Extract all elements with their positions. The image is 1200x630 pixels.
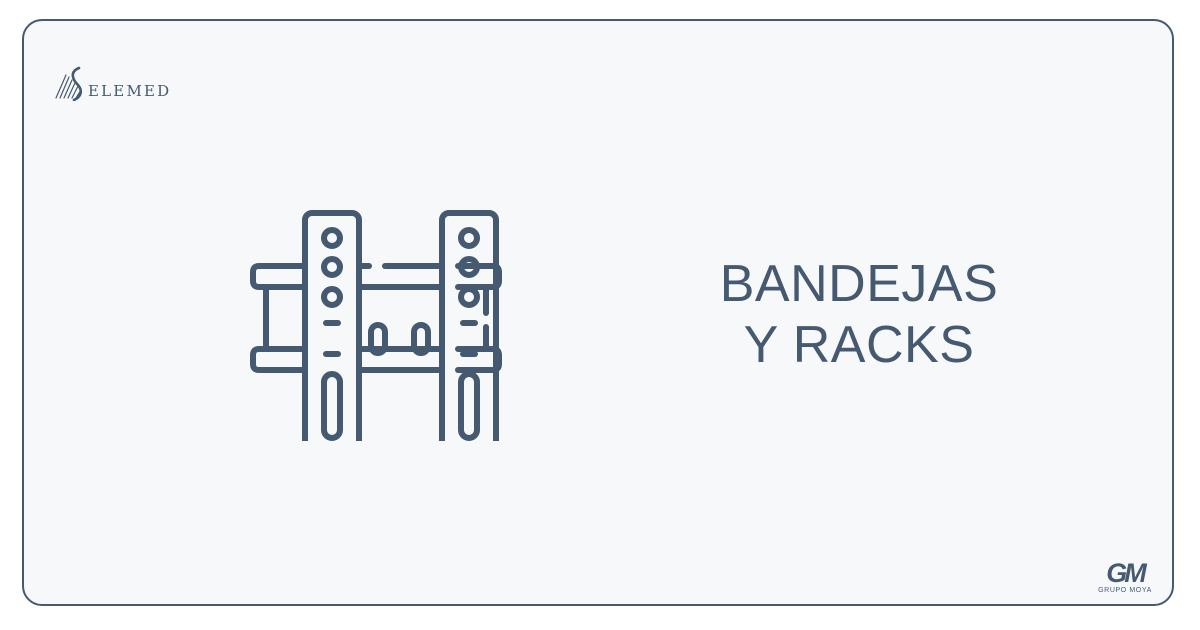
title-line-1: BANDEJAS xyxy=(719,255,999,313)
page-title: BANDEJAS Y RACKS xyxy=(664,254,1054,376)
brand-logo: ELEMED xyxy=(54,65,171,101)
group-mark: GM xyxy=(1106,558,1147,588)
tv-wall-mount-icon xyxy=(250,210,502,441)
group-name: GRUPO MOYA xyxy=(1098,587,1152,594)
brand-name: ELEMED xyxy=(88,82,172,100)
banner-card: ELEMED xyxy=(22,19,1174,606)
selemed-wave-icon xyxy=(55,66,83,101)
grupo-moya-logo: GM GRUPO MOYA xyxy=(1092,558,1158,595)
title-line-2: Y RACKS xyxy=(743,316,975,374)
